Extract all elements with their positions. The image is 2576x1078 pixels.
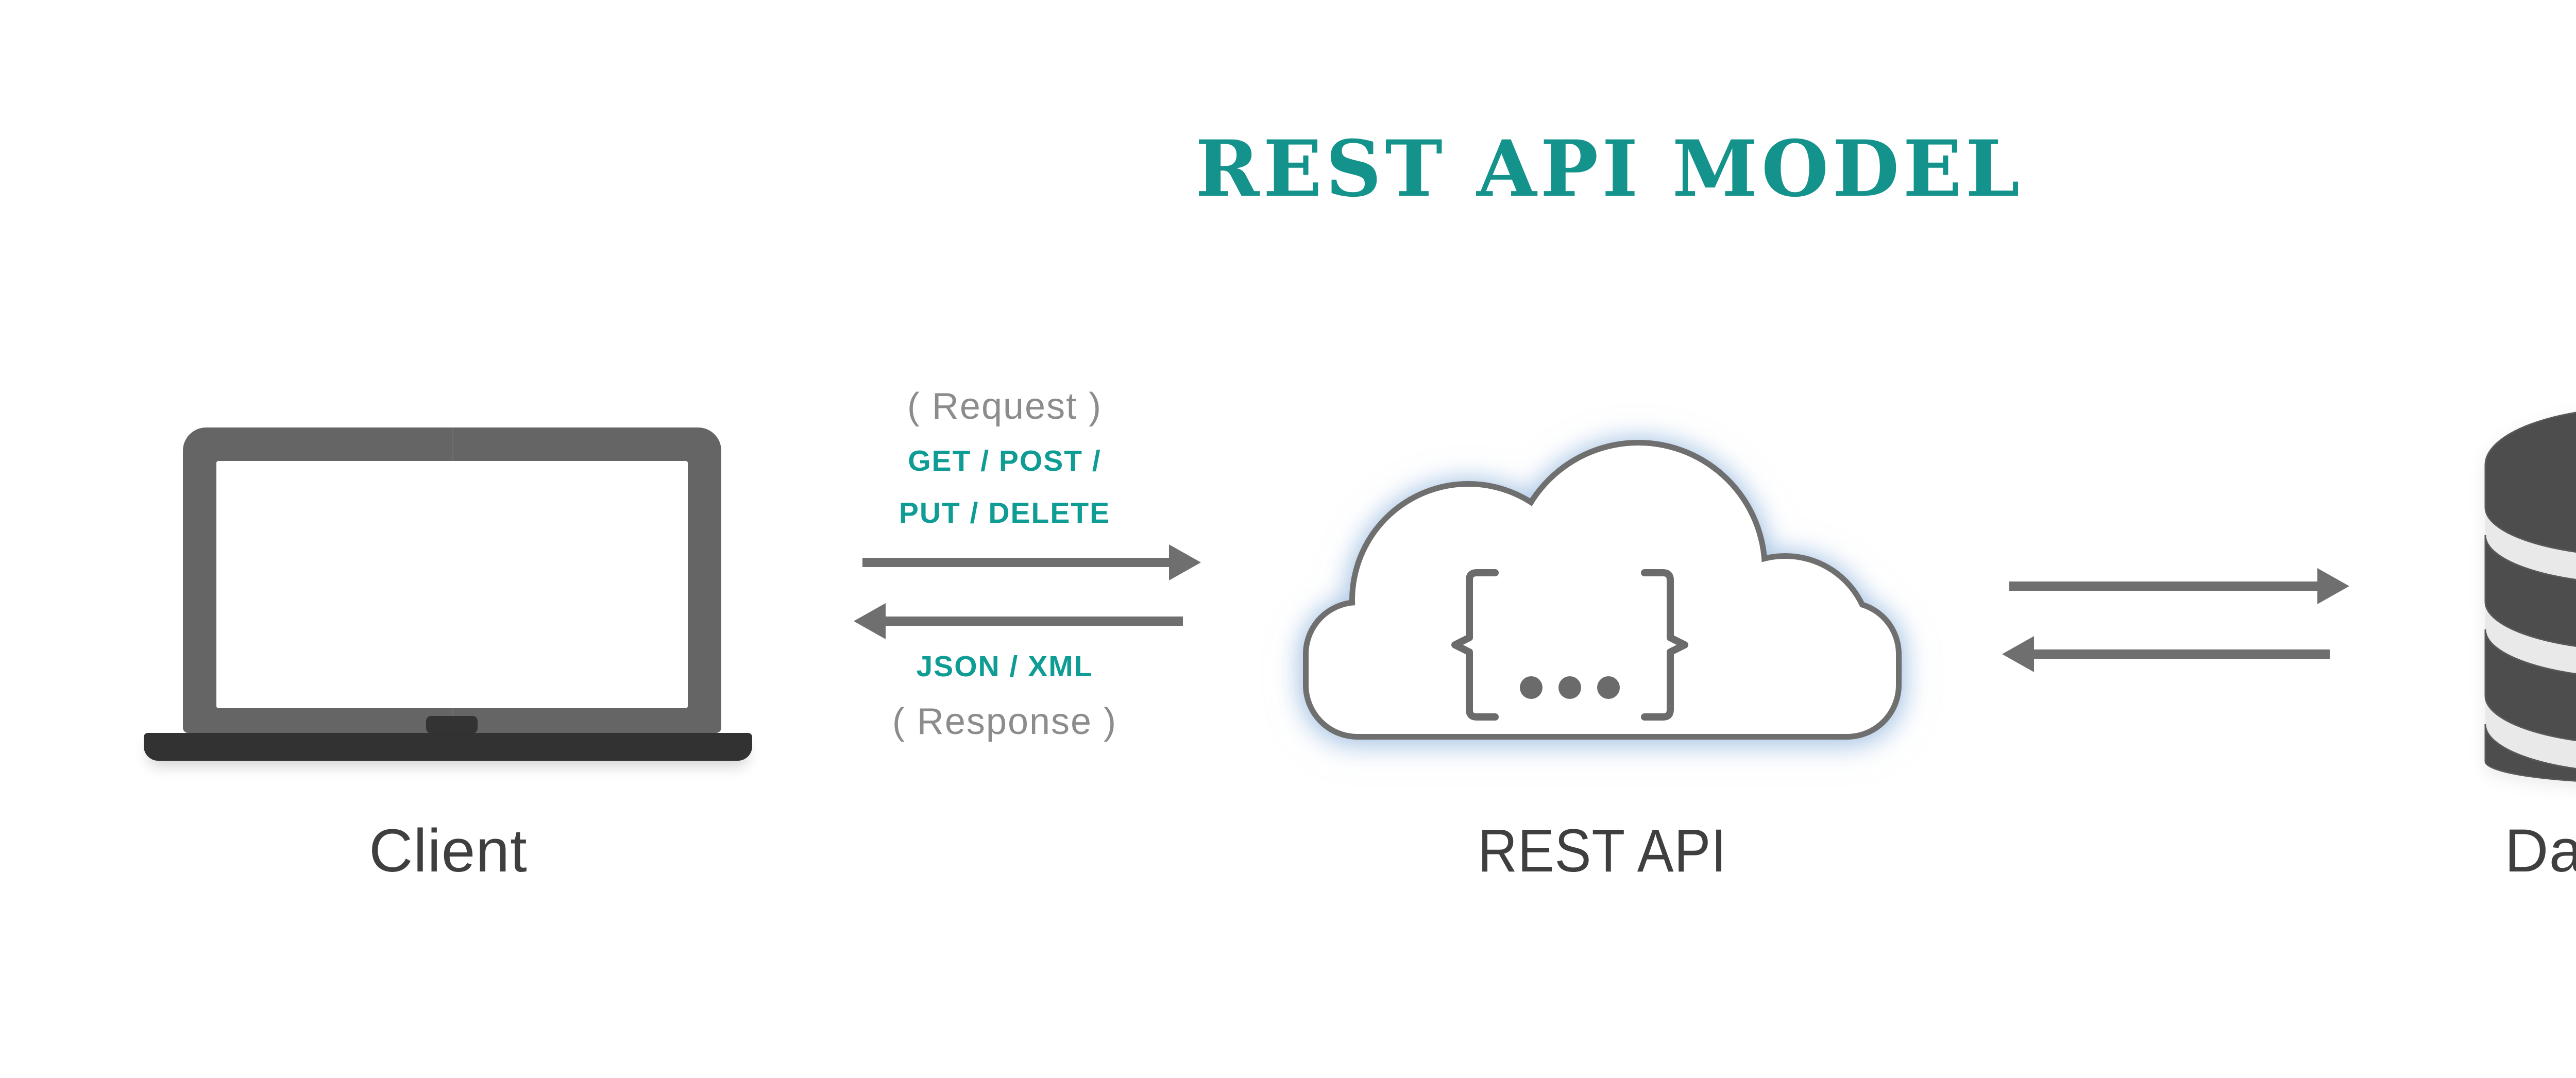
arrow-right-icon: [2009, 568, 2349, 604]
arrow-head: [854, 603, 886, 639]
arrow-left-icon: [2002, 636, 2330, 672]
database-label: Database: [2504, 817, 2576, 885]
arrow-left-icon: [854, 603, 1183, 639]
api-label: REST API: [1478, 817, 1727, 885]
response-annotation: ( Response ): [892, 701, 1117, 742]
cloud-braces-icon: [1303, 440, 1902, 740]
client-label: Client: [369, 817, 528, 885]
arrow-head: [2002, 636, 2034, 672]
laptop-base: [144, 733, 752, 761]
arrow-shaft: [2034, 649, 2330, 659]
arrow-right-icon: [862, 544, 1201, 580]
braces-ellipsis-icon: [1451, 569, 1688, 721]
arrow-shaft: [2009, 581, 2317, 591]
arrow-head: [2317, 568, 2349, 604]
page-title: REST API MODEL: [1195, 124, 2024, 214]
laptop-icon: [144, 427, 752, 788]
response-formats: JSON / XML: [916, 650, 1093, 683]
arrow-shaft: [862, 558, 1169, 567]
arrow-head: [1169, 544, 1201, 580]
request-methods-line1: GET / POST /: [908, 444, 1101, 477]
laptop-notch: [426, 716, 478, 733]
request-methods-line2: PUT / DELETE: [899, 497, 1111, 529]
laptop-screen: [216, 461, 688, 708]
arrow-shaft: [886, 617, 1183, 626]
request-annotation: ( Request ): [907, 386, 1103, 427]
database-cylinder-icon: [2484, 412, 2576, 782]
